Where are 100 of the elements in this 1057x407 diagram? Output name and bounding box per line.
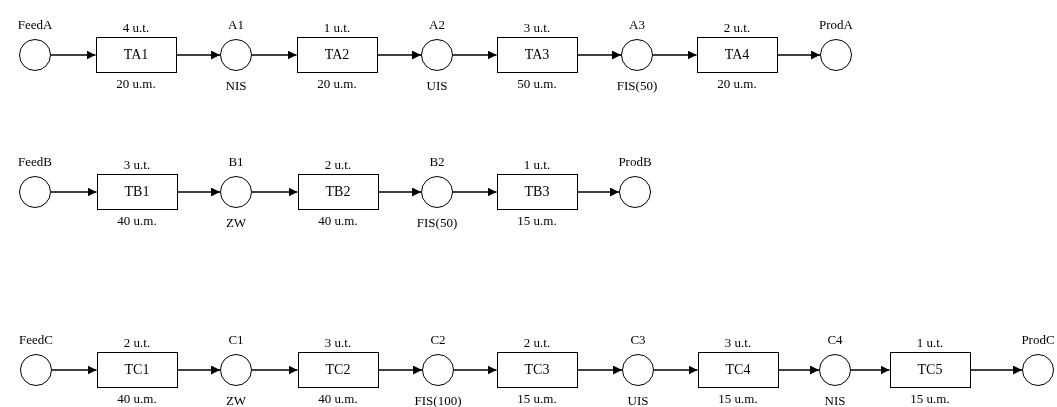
task-box [297, 174, 379, 210]
state-name: B2 [429, 155, 445, 168]
state-circle [421, 176, 453, 208]
storage-policy-label: ZW [225, 394, 247, 407]
capacity-label: 15 u.m. [910, 392, 950, 405]
arrow [850, 365, 891, 375]
capacity-label: 15 u.m. [718, 392, 758, 405]
storage-policy-label: UIS [627, 394, 649, 407]
duration-label: 1 u.t. [916, 336, 944, 349]
state-circle [220, 176, 252, 208]
state-circle [820, 39, 852, 71]
arrow [377, 187, 422, 197]
capacity-label: 40 u.m. [117, 392, 157, 405]
capacity-label: 15 u.m. [517, 214, 557, 227]
duration-label: 4 u.t. [122, 21, 150, 34]
arrow [776, 50, 821, 60]
task-box [696, 37, 778, 73]
state-name: B1 [228, 155, 244, 168]
state-name: FeedC [19, 333, 53, 346]
state-name: A2 [429, 18, 445, 31]
arrow [251, 187, 299, 197]
arrow [452, 187, 498, 197]
task-name: TA3 [524, 47, 550, 63]
state-circle [619, 176, 651, 208]
capacity-label: 50 u.m. [517, 77, 557, 90]
duration-label: 2 u.t. [123, 336, 151, 349]
arrow [176, 365, 221, 375]
task-name: TC2 [325, 362, 351, 378]
state-circle [819, 354, 851, 386]
arrow [50, 187, 98, 197]
arrow [576, 50, 622, 60]
arrow [51, 365, 98, 375]
state-circle [422, 354, 454, 386]
arrow [452, 50, 498, 60]
state-circle [621, 39, 653, 71]
duration-label: 3 u.t. [523, 21, 551, 34]
task-name: TA4 [724, 47, 750, 63]
arrow [251, 365, 299, 375]
arrow [176, 187, 221, 197]
state-circle [19, 176, 51, 208]
duration-label: 2 u.t. [723, 21, 751, 34]
task-name: TB3 [524, 184, 550, 200]
storage-policy-label: FIS(50) [616, 79, 658, 92]
storage-policy-label: NIS [824, 394, 846, 407]
task-box [96, 352, 178, 388]
arrow [652, 50, 698, 60]
capacity-label: 15 u.m. [517, 392, 557, 405]
capacity-label: 40 u.m. [318, 392, 358, 405]
storage-policy-label: NIS [225, 79, 247, 92]
duration-label: 2 u.t. [523, 336, 551, 349]
state-circle [421, 39, 453, 71]
task-name: TB2 [325, 184, 351, 200]
duration-label: 3 u.t. [123, 158, 151, 171]
task-box [496, 174, 578, 210]
state-name: A3 [629, 18, 645, 31]
task-name: TC5 [917, 362, 943, 378]
capacity-label: 20 u.m. [717, 77, 757, 90]
state-circle [622, 354, 654, 386]
capacity-label: 40 u.m. [117, 214, 157, 227]
state-circle [1022, 354, 1054, 386]
task-box [296, 37, 378, 73]
arrow [453, 365, 498, 375]
storage-policy-label: UIS [426, 79, 448, 92]
storage-policy-label: FIS(50) [416, 216, 458, 229]
task-name: TC3 [524, 362, 550, 378]
arrow [969, 365, 1023, 375]
capacity-label: 20 u.m. [317, 77, 357, 90]
state-name: FeedB [18, 155, 52, 168]
storage-policy-label: ZW [225, 216, 247, 229]
duration-label: 1 u.t. [523, 158, 551, 171]
state-circle [19, 39, 51, 71]
arrow [175, 50, 221, 60]
task-name: TA1 [123, 47, 149, 63]
state-name: ProdB [618, 155, 652, 168]
duration-label: 3 u.t. [324, 336, 352, 349]
arrow [251, 50, 298, 60]
task-name: TC1 [124, 362, 150, 378]
state-name: C4 [827, 333, 843, 346]
state-name: FeedA [17, 18, 53, 31]
task-box [697, 352, 779, 388]
task-box [96, 174, 178, 210]
arrow [576, 187, 620, 197]
state-circle [20, 354, 52, 386]
storage-policy-label: FIS(100) [414, 394, 462, 407]
capacity-label: 40 u.m. [318, 214, 358, 227]
duration-label: 1 u.t. [323, 21, 351, 34]
task-name: TC4 [725, 362, 751, 378]
state-name: ProdC [1021, 333, 1055, 346]
duration-label: 2 u.t. [324, 158, 352, 171]
arrow [576, 365, 623, 375]
arrow [777, 365, 820, 375]
arrow [653, 365, 699, 375]
arrow [50, 50, 97, 60]
state-name: C2 [430, 333, 446, 346]
capacity-label: 20 u.m. [116, 77, 156, 90]
arrow [377, 365, 423, 375]
task-box [496, 37, 578, 73]
duration-label: 3 u.t. [724, 336, 752, 349]
task-box [95, 37, 177, 73]
state-name: C1 [228, 333, 244, 346]
